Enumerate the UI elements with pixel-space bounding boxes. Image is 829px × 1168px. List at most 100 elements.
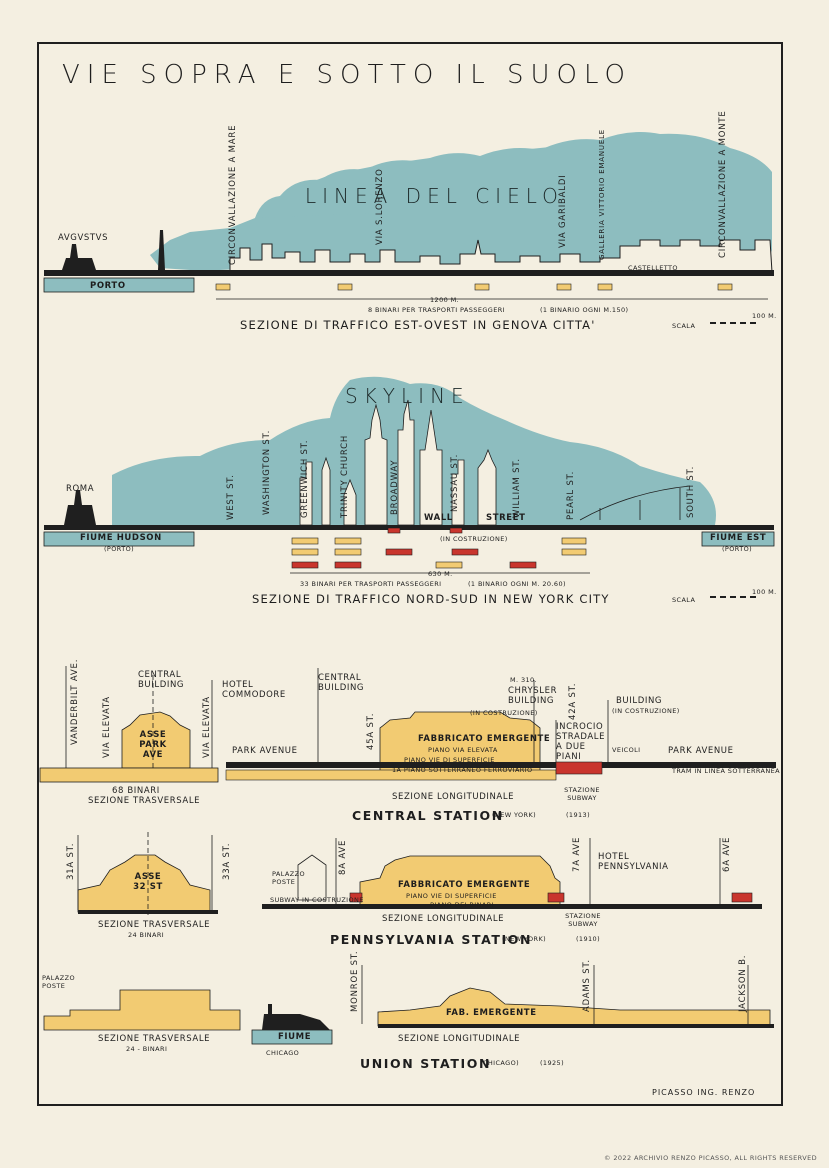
street-label: STREET bbox=[486, 513, 526, 523]
palazzo-poste-house bbox=[297, 854, 327, 901]
union-monroe: MONROE ST. bbox=[350, 950, 360, 1012]
genova-scala-val: 100 m. bbox=[752, 312, 777, 320]
union-jackson: JACKSON B. bbox=[738, 954, 748, 1012]
genova-ground bbox=[44, 270, 774, 276]
newyork-ground bbox=[44, 525, 774, 530]
genova-skyline-silhouette bbox=[229, 239, 773, 273]
genova-underground-tracks bbox=[215, 283, 733, 291]
street-s-lorenzo: VIA S.LORENZO bbox=[375, 168, 385, 245]
genova-binari-note: 8 BINARI PER TRASPORTI PASSEGGERI bbox=[368, 306, 505, 314]
hotel-commodore-label: HOTEL COMMODORE bbox=[222, 680, 286, 700]
newyork-hudson-water bbox=[43, 531, 195, 547]
penn-palazzo-poste: PALAZZO POSTE bbox=[272, 870, 305, 886]
central-via-elevata-right: VIA ELEVATA bbox=[202, 696, 212, 758]
newyork-binari-note: 33 BINARI PER TRASPORTI PASSEGGERI bbox=[300, 580, 442, 588]
union-year: (1925) bbox=[540, 1059, 565, 1067]
penn-piano-binari: PIANO DEI BINARI bbox=[430, 901, 494, 909]
genova-sky-label: LINEA DEL CIELO bbox=[305, 184, 564, 208]
union-station-section bbox=[43, 965, 774, 1045]
street-garibaldi: VIA GARIBALDI bbox=[558, 174, 568, 249]
union-long-ground bbox=[378, 1024, 774, 1028]
genova-cloud-edge bbox=[255, 132, 772, 218]
central-caption: CENTRAL STATION bbox=[352, 808, 504, 823]
newyork-scala-val: 100 m. bbox=[752, 588, 777, 596]
central-building-label: CENTRAL BUILDING bbox=[138, 670, 185, 690]
penn-caption: PENNSYLVANIA STATION bbox=[330, 932, 533, 947]
newyork-east-water bbox=[701, 531, 775, 547]
union-sez-trasversale: SEZIONE TRASVERSALE bbox=[98, 1034, 211, 1044]
central-year: (1913) bbox=[566, 811, 591, 819]
penn-stazione-subway: STAZIONE SUBWAY bbox=[565, 912, 601, 928]
fiume-hudson-label: FIUME HUDSON bbox=[80, 533, 162, 543]
augustus-label: AVGVSTVS bbox=[58, 233, 109, 243]
central-long-ground bbox=[226, 762, 776, 768]
central-longitudinal-building bbox=[379, 711, 541, 773]
union-fiume: FIUME bbox=[278, 1032, 312, 1042]
chrysler-label: CHRYSLER BUILDING bbox=[508, 686, 558, 706]
central-fabbricato: FABBRICATO EMERGENTE bbox=[418, 734, 551, 744]
central-transverse-building bbox=[121, 711, 191, 769]
central-caption-city: (NEW YORK) bbox=[492, 811, 537, 819]
genova-ship bbox=[62, 244, 96, 270]
union-tugboat bbox=[262, 1004, 330, 1030]
park-avenue-left: PARK AVENUE bbox=[232, 746, 298, 756]
union-adams: ADAMS ST. bbox=[582, 959, 592, 1012]
genova-scala: SCALA bbox=[672, 322, 696, 330]
central-binari: 68 BINARI bbox=[112, 786, 160, 796]
penn-piano-superficie: PIANO VIE DI SUPERFICIE bbox=[406, 892, 497, 900]
central-sez-longitudinale: SEZIONE LONGITUDINALE bbox=[392, 792, 515, 802]
union-binari: 24 - BINARI bbox=[126, 1045, 168, 1053]
penn-longitudinal-building bbox=[359, 855, 561, 907]
penn-station-section bbox=[77, 832, 762, 915]
chrysler-in-costruzione: (IN COSTRUZIONE) bbox=[470, 709, 538, 717]
central-via-elevata-left: VIA ELEVATA bbox=[102, 696, 112, 758]
newyork-section bbox=[43, 376, 775, 598]
central-vanderbilt: VANDERBILT AVE. bbox=[70, 658, 80, 745]
genova-caption: SEZIONE DI TRAFFICO EST-OVEST IN GENOVA … bbox=[240, 318, 596, 332]
penn-subway-mid bbox=[547, 892, 565, 903]
ny-broadway: BROADWAY bbox=[390, 459, 400, 515]
union-palazzo-poste: PALAZZO POSTE bbox=[42, 974, 75, 990]
page-frame bbox=[37, 42, 783, 1106]
central-42-st: 42a ST. bbox=[568, 682, 578, 720]
fiume-est-label: FIUME EST bbox=[710, 533, 767, 543]
asse-park-label: ASSE PARK AVE bbox=[139, 730, 167, 760]
central-piano-superficie: PIANO VIE DI SUPERFICIE bbox=[404, 756, 495, 764]
genova-binari-ogni: (1 BINARIO OGNI m.150) bbox=[540, 306, 629, 314]
genova-porto-label: PORTO bbox=[90, 281, 126, 291]
ny-william-st: WILLIAM ST. bbox=[512, 458, 522, 518]
newyork-scala: SCALA bbox=[672, 596, 696, 604]
central-45-st: 45a ST. bbox=[366, 712, 376, 750]
signature: PICASSO ING. RENZO bbox=[652, 1088, 756, 1097]
union-caption-city: (CHICAGO) bbox=[480, 1059, 520, 1067]
wall-label: WALL bbox=[424, 513, 453, 523]
roma-label: ROMA bbox=[66, 484, 95, 494]
penn-31-st: 31a ST. bbox=[66, 842, 76, 880]
building-label: BUILDING bbox=[616, 696, 663, 706]
penn-caption-city: (NEW YORK) bbox=[502, 935, 547, 943]
central-m310: m. 310. bbox=[510, 676, 538, 684]
penn-subway-right bbox=[731, 892, 753, 903]
penn-transverse-building bbox=[77, 854, 211, 913]
street-circ-monte: CIRCONVALLAZIONE A MONTE bbox=[718, 110, 728, 258]
penn-7-ave: 7a AVE bbox=[572, 836, 582, 872]
union-fab: FAB. EMERGENTE bbox=[446, 1008, 537, 1018]
street-galleria: GALLERIA VITTORIO EMANUELE bbox=[598, 129, 606, 260]
newyork-binari-ogni: (1 BINARIO OGNI m. 20.60) bbox=[468, 580, 566, 588]
penn-sez-longitudinale: SEZIONE LONGITUDINALE bbox=[382, 914, 505, 924]
tram-label: TRAM IN LINEA SOTTERRANEA bbox=[672, 767, 781, 775]
castelletto-label: CASTELLETTO bbox=[628, 264, 678, 272]
building-in-costruzione: (IN COSTRUZIONE) bbox=[612, 707, 680, 715]
central-sez-trasversale: SEZIONE TRASVERSALE bbox=[88, 796, 201, 806]
penn-sez-trasversale: SEZIONE TRASVERSALE bbox=[98, 920, 211, 930]
newyork-ship-roma bbox=[64, 490, 96, 525]
penn-6-ave: 6a AVE bbox=[722, 836, 732, 872]
porto-left-label: (PORTO) bbox=[104, 545, 135, 553]
penn-asse: ASSE 32 ST bbox=[133, 872, 163, 892]
central-building-2: CENTRAL BUILDING bbox=[318, 673, 365, 693]
central-long-tracks bbox=[225, 769, 557, 781]
penn-transverse-ground bbox=[78, 910, 218, 914]
park-avenue-right: PARK AVENUE bbox=[668, 746, 734, 756]
central-transverse-tracks bbox=[39, 767, 219, 783]
